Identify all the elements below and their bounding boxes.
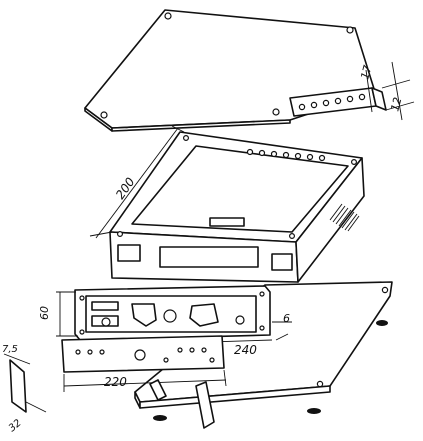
- small-side-strip: [9, 359, 27, 413]
- lower-plate-dimension-lines: [63, 369, 227, 392]
- strip-dimension-lines: [3, 353, 47, 413]
- main-chassis-frame: [109, 131, 365, 283]
- bracket-dimension-lines: [365, 61, 415, 121]
- dim-plate-length: 220: [104, 375, 127, 389]
- dim-front-height: 60: [38, 306, 51, 320]
- u-bracket: [149, 379, 215, 429]
- dim-strip-length: 32: [7, 418, 24, 435]
- front-panel: [74, 285, 271, 341]
- dim-strip-width: 7,5: [2, 344, 18, 355]
- bottom-base-plate: [134, 281, 393, 421]
- dim-bracket-h2: 12: [388, 96, 404, 113]
- dim-bracket-h1: 17: [358, 64, 374, 81]
- top-cover-plate: [84, 9, 376, 132]
- frame-dimension-200: [89, 125, 185, 239]
- dim-front-depth: 6: [283, 312, 290, 325]
- lower-mounting-plate: [61, 335, 225, 373]
- dim-front-length: 240: [234, 343, 257, 357]
